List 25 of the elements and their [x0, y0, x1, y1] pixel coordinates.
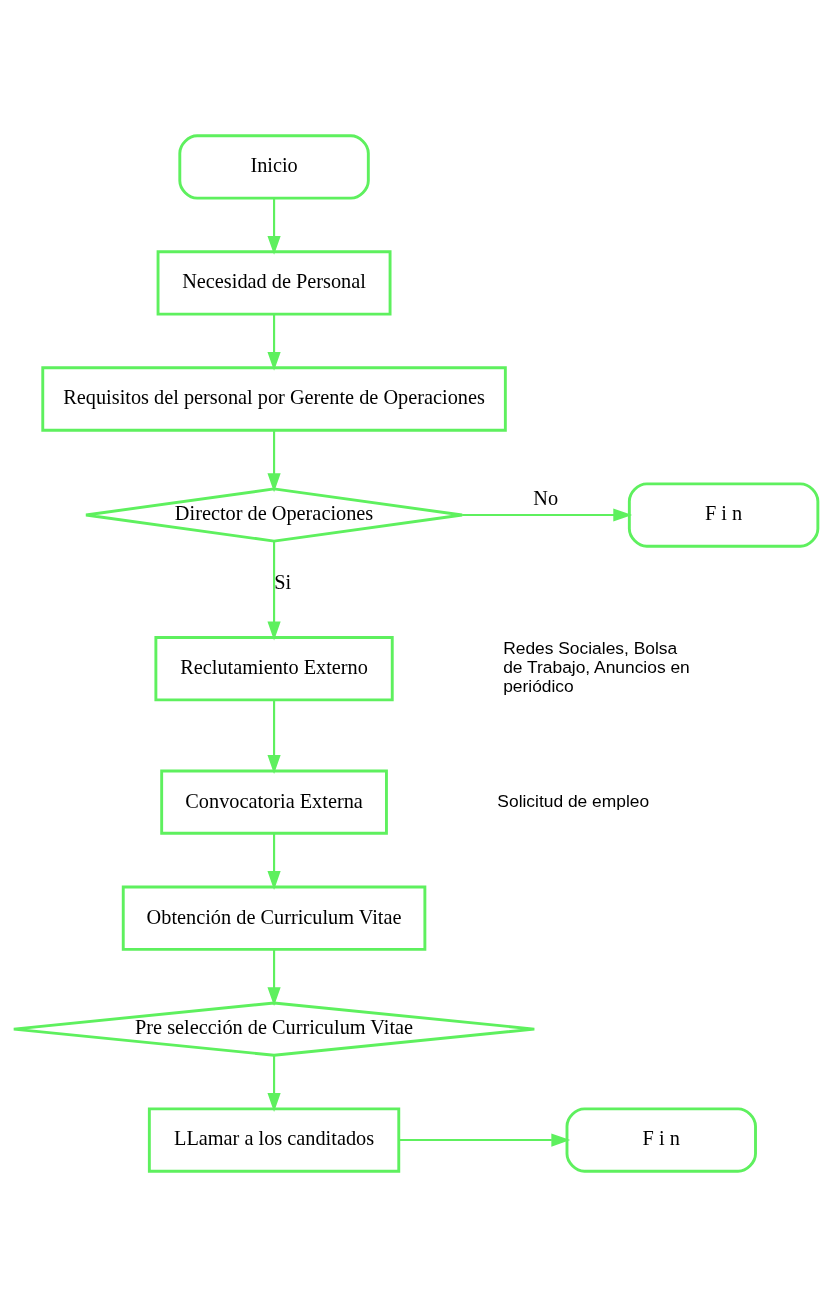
node-box: Reclutamiento Externo	[154, 636, 394, 702]
arrow	[267, 430, 281, 493]
node-box: F i n	[627, 482, 820, 548]
arrow	[267, 198, 281, 255]
arrow	[462, 508, 633, 522]
edge-label: Si	[274, 570, 292, 593]
node-box: F i n	[565, 1107, 757, 1173]
node-box: Necesidad de Personal	[156, 250, 392, 316]
edge-label: No	[533, 487, 559, 510]
node-diamond: Director de Operaciones	[84, 487, 464, 543]
node-box: LLamar a los canditados	[147, 1107, 401, 1173]
label: Redes Sociales, Bolsa de Trabajo, Anuncios en periódico	[503, 638, 690, 697]
arrow	[267, 833, 281, 890]
arrow	[267, 949, 281, 1007]
node-box: Inicio	[178, 134, 370, 200]
label: Solicitud de empleo	[497, 790, 650, 811]
arrow	[267, 314, 281, 371]
arrow	[398, 1133, 571, 1147]
arrow	[267, 541, 281, 641]
node-box: Convocatoria Externa	[160, 769, 388, 835]
arrow	[267, 1055, 281, 1112]
node-diamond: Pre selección de Curriculum Vitae	[12, 1001, 536, 1057]
arrow	[267, 700, 281, 774]
node-box: Obtención de Curriculum Vitae	[121, 885, 427, 951]
node-box: Requisitos del personal por Gerente de Operaciones	[41, 366, 507, 432]
